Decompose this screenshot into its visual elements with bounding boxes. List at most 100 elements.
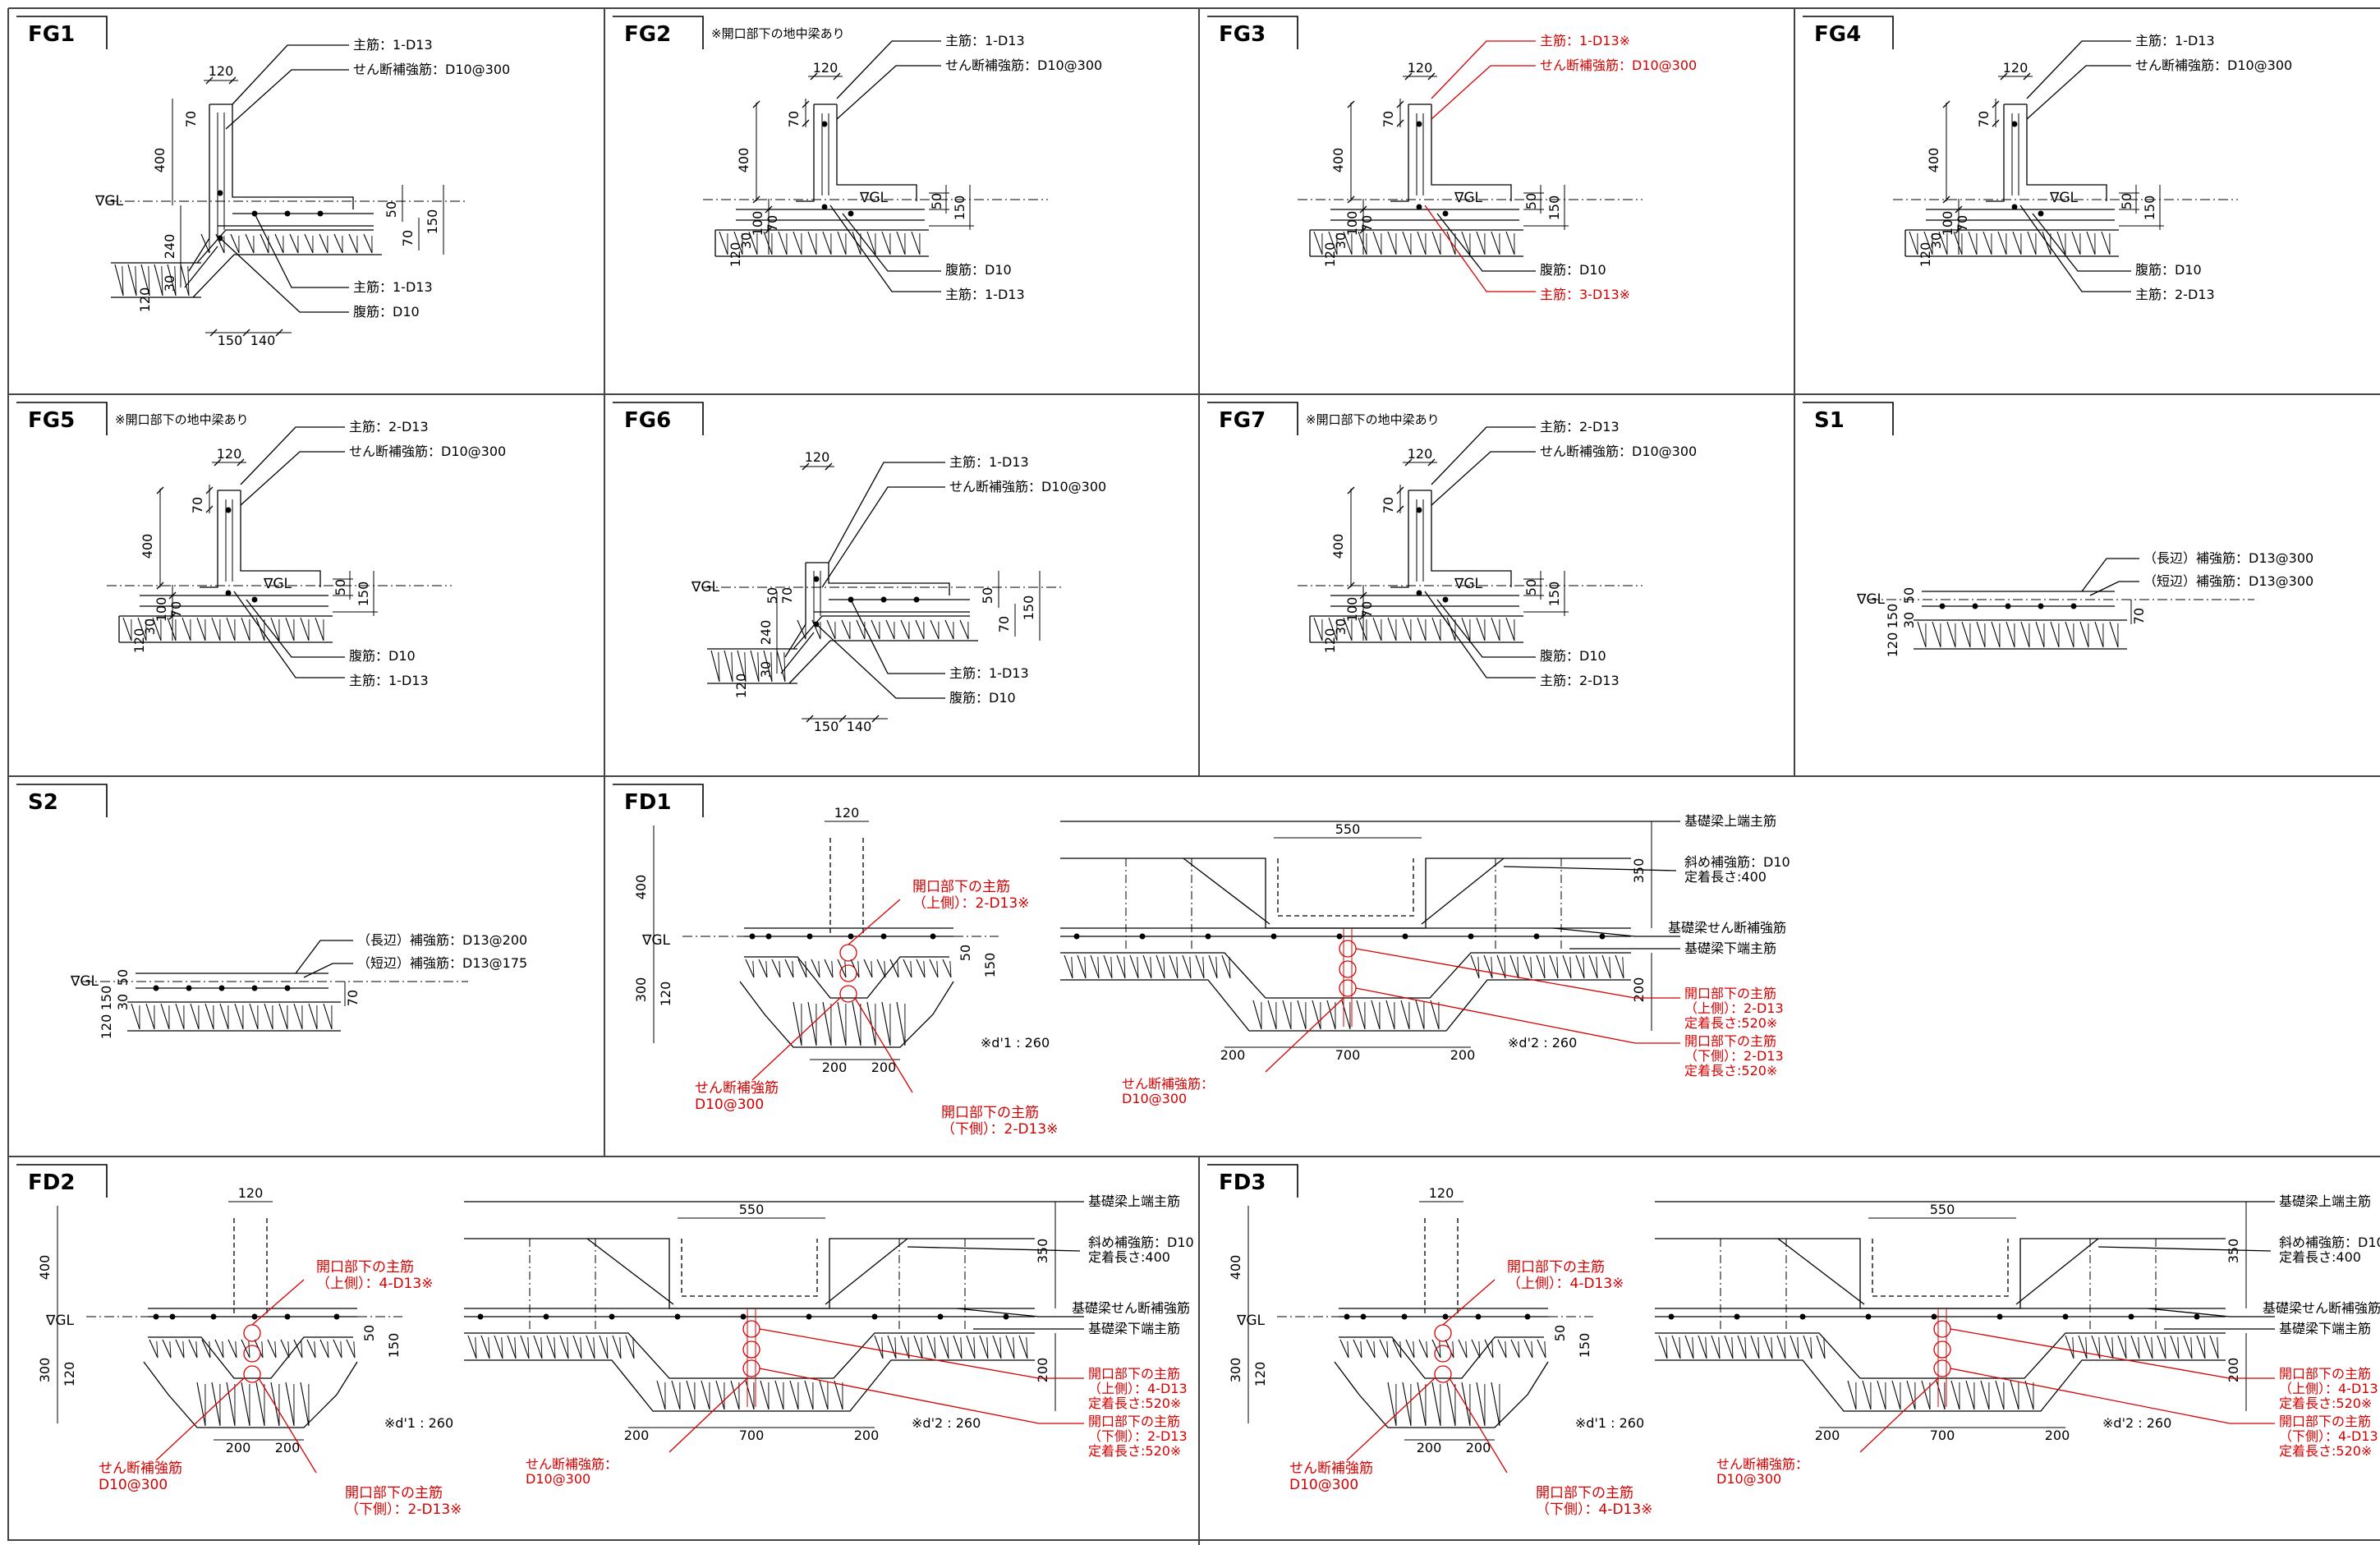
leader-line (254, 213, 349, 288)
hatch-line (2111, 1336, 2114, 1359)
dimension-label: 240 (162, 234, 177, 260)
hatch-line (930, 619, 940, 640)
hatch-line (1537, 1339, 1546, 1359)
hatch-line (671, 1380, 681, 1410)
hatch-line (737, 650, 747, 683)
leader-line (1449, 1377, 1508, 1474)
hatch-line (1385, 1000, 1395, 1030)
hatch-line (822, 231, 832, 255)
hatch-line (2151, 1336, 2153, 1359)
dimension-label: 50 (1552, 1325, 1568, 1341)
dimension-label: 50 (1523, 579, 1539, 595)
gl-label: ∇GL (70, 973, 99, 990)
hatch-line (784, 959, 794, 978)
rebar-label: 基礎梁下端主筋 (1088, 1321, 1180, 1336)
hatch-line (1458, 1339, 1468, 1359)
gl-label: ∇GL (1236, 1313, 1266, 1329)
hatch-line (1757, 1336, 1760, 1359)
stirrup-line (747, 1308, 756, 1407)
rebar-label: 腹筋：D10 (353, 304, 420, 320)
hatch-line (1358, 617, 1367, 641)
dim-tick (802, 100, 810, 108)
dim-tick (806, 715, 814, 723)
hatch-line (1417, 617, 1427, 641)
dim-tick (1396, 486, 1404, 494)
diagonal-rebar (586, 1238, 674, 1305)
hatch-line (1142, 954, 1152, 979)
hatch-line (852, 231, 861, 255)
dimension-label: 70 (779, 587, 795, 604)
hatch-line (2085, 1336, 2088, 1359)
rebar-label: せん断補強筋：D10@300 (353, 62, 510, 77)
hatch-line (2101, 231, 2111, 255)
dimension-label: 400 (1228, 1255, 1243, 1281)
hatch-line (953, 1335, 963, 1359)
hatch-line (226, 1382, 236, 1427)
rebar-dot (848, 210, 854, 217)
hatch-line (2086, 231, 2096, 255)
hatch-line (844, 960, 847, 978)
hatch-line (1705, 1336, 1707, 1359)
leader-line (295, 940, 353, 974)
hatch-line (1679, 1336, 1681, 1359)
dimension-label: ※d'1 : 260 (1575, 1415, 1644, 1431)
hatch-line (1371, 1000, 1381, 1030)
hatch-line (911, 231, 921, 255)
hatch-line (127, 264, 137, 297)
rebar-dot (2128, 1313, 2134, 1320)
hatch-line (494, 1335, 503, 1359)
title-tab (16, 784, 108, 817)
leader-line (233, 591, 345, 678)
panel-title: FD3 (1219, 1170, 1266, 1195)
hatch-line (913, 1335, 923, 1359)
dim-tick (1955, 226, 1963, 234)
dimension-label: 50 (958, 945, 973, 961)
red-label: 開口部下の主筋 (345, 1485, 443, 1501)
hatch-line (999, 1336, 1002, 1359)
dim-tick (214, 458, 222, 467)
hatch-line (559, 1335, 569, 1359)
dimension-label: 400 (1330, 148, 1346, 173)
hatch-bound (464, 1332, 1035, 1379)
hatch-line (1523, 1339, 1533, 1359)
dim-tick (833, 72, 841, 80)
dimension-label: ※d'2 : 260 (1508, 1035, 1577, 1051)
hatch-bound (714, 229, 929, 257)
wall-outline (1431, 490, 1512, 587)
hatch-line (1877, 1380, 1886, 1410)
rebar-dot (169, 1313, 176, 1320)
hatch-line (1405, 1339, 1415, 1359)
hatch-line (2183, 1335, 2193, 1359)
hatch-line (1465, 1340, 1468, 1359)
hatch-line (2217, 1336, 2219, 1359)
hatch-line (750, 650, 760, 683)
dimension-label: 120 (805, 449, 830, 465)
hatch-line (1005, 1335, 1015, 1359)
hatch-line (876, 959, 886, 978)
hatch-line (1221, 954, 1231, 979)
dimension-label: 50 (980, 587, 995, 604)
dimension-label: 550 (1930, 1202, 1955, 1217)
hatch-line (1790, 1335, 1799, 1359)
stirrup-line (1343, 928, 1353, 1027)
hatch-line (1372, 617, 1382, 641)
rebar-label: 腹筋：D10 (349, 648, 416, 664)
hatch-line (1991, 621, 2001, 648)
dimension-label: 350 (1035, 1239, 1050, 1264)
hatch-line (175, 1003, 185, 1030)
hatch-line (903, 959, 912, 978)
red-label: （上側）：2-D13 (1684, 1000, 1784, 1016)
dim-tick (168, 612, 177, 620)
rebar-dot (1344, 1313, 1350, 1320)
hatch-line (1137, 956, 1139, 979)
frame (7, 7, 2380, 1545)
leader-line (1950, 1328, 2275, 1379)
dimension-label: 50 (929, 193, 944, 209)
hatch-line (1530, 956, 1532, 979)
dimension-label: 120 (209, 63, 234, 79)
